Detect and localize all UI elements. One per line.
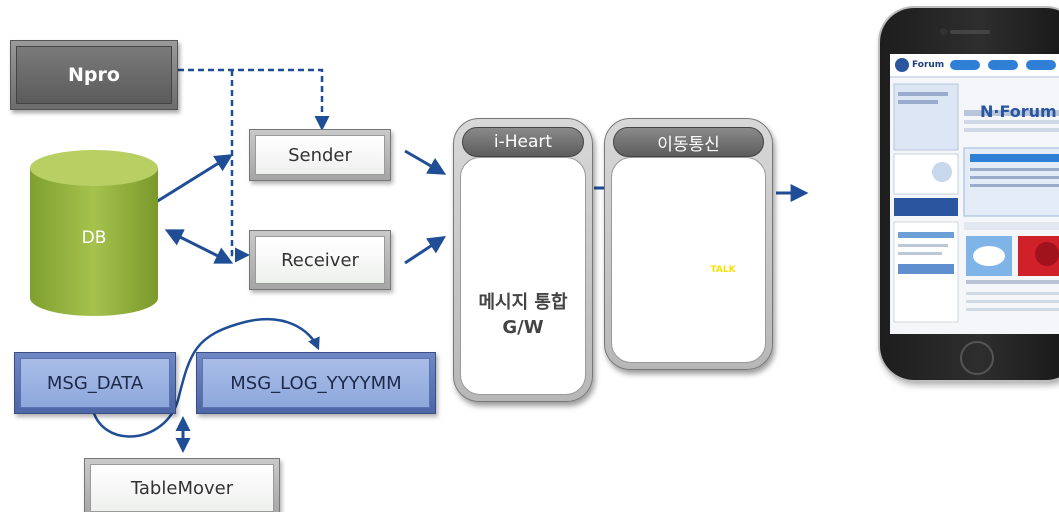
forum-page-title: N·Forum [980, 102, 1057, 121]
tablemover-node: TableMover [84, 458, 280, 512]
sender-to-gateway-arrow [404, 149, 447, 175]
msg-data-table: MSG_DATA [14, 352, 176, 414]
gateway-label: 메시지 통합 G/W [459, 290, 587, 340]
iheart-cap-label: i-Heart [462, 127, 584, 157]
receiver-label: Receiver [281, 249, 359, 271]
gateway-label-line1: 메시지 통합 [478, 292, 568, 313]
kakaotalk-badge-label: TALK [710, 265, 736, 275]
mobile-carrier-cap-label: 이동통신 [613, 127, 764, 157]
forum-webpage-mock [890, 54, 1059, 323]
db-receiver-arrow [164, 229, 234, 264]
speaker-grille [950, 30, 990, 34]
iheart-body [460, 157, 586, 395]
camera-icon [940, 28, 947, 35]
msg-data-label: MSG_DATA [46, 372, 144, 394]
db-label: DB [81, 228, 107, 248]
db-cylinder-icon [30, 150, 158, 316]
iheart-gateway-container: i-Heart [453, 118, 593, 402]
msg-log-label: MSG_LOG_YYYYMM [230, 372, 402, 394]
receiver-to-gateway-arrow [404, 236, 447, 265]
msg-log-table: MSG_LOG_YYYYMM [196, 352, 436, 414]
npro-label: Npro [68, 64, 120, 86]
sender-label: Sender [288, 144, 352, 166]
npro-node: Npro [10, 40, 178, 110]
home-button [960, 341, 994, 375]
gateway-label-line2: G/W [502, 317, 544, 338]
mobile-carrier-body [611, 157, 766, 363]
receiver-node: Receiver [249, 230, 391, 290]
tablemover-label: TableMover [130, 477, 234, 499]
phone-screen: Forum N·Forum [890, 54, 1059, 334]
mobile-carrier-container: 이동통신 [604, 118, 773, 370]
smartphone-device: Forum N·Forum [880, 8, 1059, 380]
table-move-curve [90, 317, 320, 438]
forum-logo-label: Forum [912, 60, 945, 70]
sender-node: Sender [249, 129, 391, 181]
